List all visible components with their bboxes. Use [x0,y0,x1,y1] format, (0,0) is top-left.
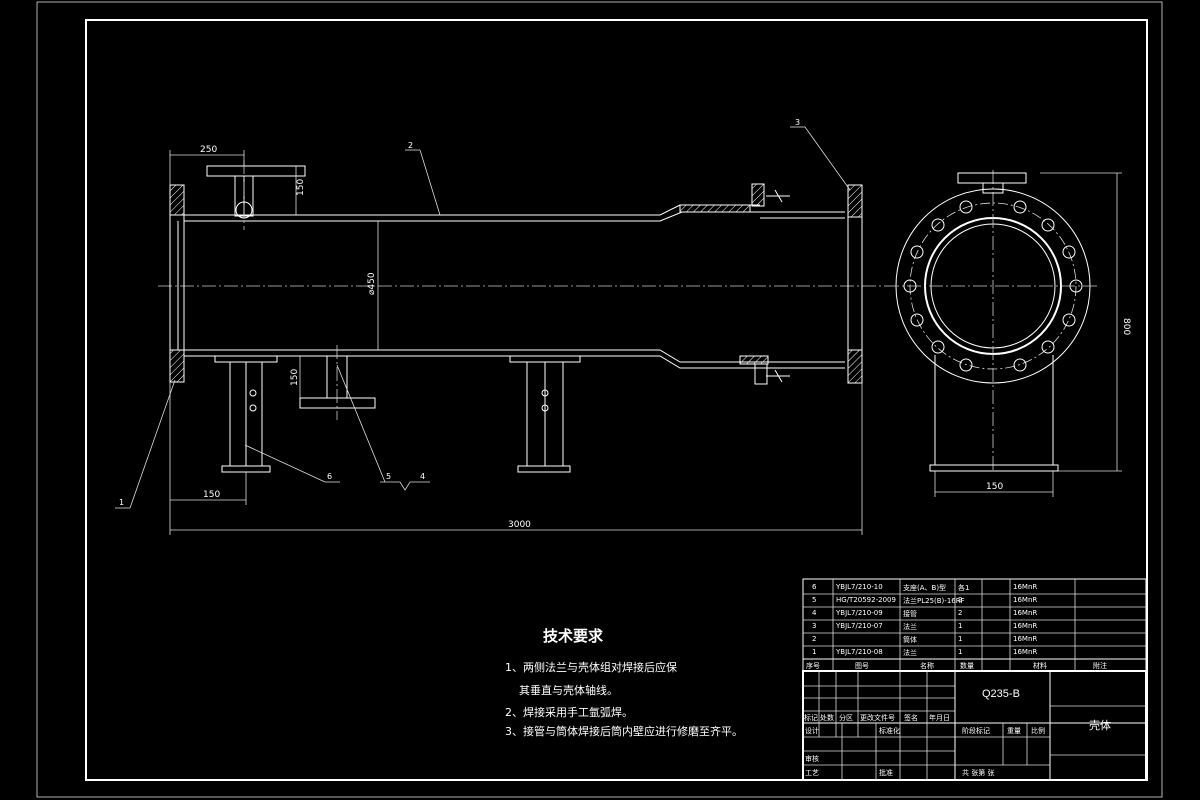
title-block [802,670,1147,781]
parts-header-0: 序号 [806,662,820,670]
parts-cell-r0-c0: 6 [812,583,817,591]
parts-cell-r3-c2: 法兰 [903,623,917,631]
dim-250: 250 [200,145,217,155]
parts-cell-r2-c0: 4 [812,609,817,617]
parts-cell-r0-c1: YBJL7/210-10 [836,583,883,591]
callout-4: 4 [420,472,425,481]
tb-label-count: 处数 [820,714,834,722]
tb-label-change-doc: 更改文件号 [860,714,895,722]
parts-cell-r1-c4: 16MnR [1013,596,1038,604]
parts-cell-r3-c0: 3 [812,622,817,630]
title-material: Q235-B [982,688,1020,700]
callout-3: 3 [795,118,800,127]
callouts: 2 3 1 6 5 4 [115,118,851,509]
main-dimensions: 250 150 ⌀450 150 150 3000 [169,145,863,535]
tech-requirements-title: 技术要求 [543,627,604,645]
inner-border [85,19,1148,781]
parts-cell-r0-c2: 支座(A、B)型 [903,584,947,592]
parts-header-3: 数量 [960,662,974,670]
tech-item-2: 2、焊接采用手工氩弧焊。 [505,706,633,719]
callout-6: 6 [327,472,332,481]
tech-item-3: 3、接管与筒体焊接后筒内壁应进行修磨至齐平。 [505,725,743,738]
parts-cell-r2-c3: 2 [958,609,963,617]
parts-cell-r4-c3: 1 [958,635,963,643]
parts-cell-r4-c4: 16MnR [1013,635,1038,643]
title-part-name: 壳体 [1089,719,1111,732]
tb-label-date: 年月日 [929,714,950,722]
parts-cell-r1-c1: HG/T20592-2009 [836,596,896,604]
dim-150-bottom-h: 150 [203,490,220,500]
tb-label-design: 设计 [805,727,819,735]
parts-cell-r0-c3: 各1 [958,584,970,592]
parts-cell-r4-c0: 2 [812,635,817,643]
parts-cell-r5-c0: 1 [812,648,817,656]
parts-cell-r2-c2: 接管 [903,610,917,618]
parts-header-5: 附注 [1093,662,1107,670]
parts-cell-r1-c0: 5 [812,596,817,604]
parts-cell-r0-c4: 16MnR [1013,583,1038,591]
tb-label-review: 审核 [805,755,819,763]
tb-label-approve: 批准 [879,769,893,777]
parts-cell-r3-c4: 16MnR [1013,622,1038,630]
parts-header-2: 名称 [920,662,934,670]
outer-border [36,1,1163,798]
parts-cell-r1-c3: 2 [958,596,963,604]
dim-150-top: 150 [296,179,306,196]
parts-header-1: 图号 [855,662,869,670]
dim-150-side: 150 [986,482,1003,492]
tech-item-1b: 其垂直与壳体轴线。 [519,684,618,697]
parts-cell-r3-c1: YBJL7/210-07 [836,622,883,630]
tb-label-scale: 比例 [1031,727,1045,735]
dim-3000: 3000 [508,520,531,530]
parts-cell-r1-c2: 法兰PL25(B)-16RF [903,597,965,605]
tb-label-weight: 重量 [1007,727,1021,735]
parts-cell-r5-c3: 1 [958,648,963,656]
parts-cell-r4-c2: 筒体 [903,636,917,644]
shell-front-view [158,160,885,473]
tb-label-zone: 分区 [839,714,853,722]
parts-cell-r5-c2: 法兰 [903,649,917,657]
dim-150-bottom-v: 150 [290,369,300,386]
tb-label-standardization: 标准化 [879,727,900,735]
callout-2: 2 [408,141,413,150]
parts-cell-r2-c4: 16MnR [1013,609,1038,617]
parts-cell-r2-c1: YBJL7/210-09 [836,609,883,617]
parts-cell-r3-c3: 1 [958,622,963,630]
parts-list-table [802,578,1147,672]
parts-cell-r5-c4: 16MnR [1013,648,1038,656]
parts-cell-r5-c1: YBJL7/210-08 [836,648,883,656]
dim-diameter-450: ⌀450 [367,272,377,295]
callout-1: 1 [119,498,124,507]
tb-label-mark: 标记 [804,714,818,722]
shell-side-view: 800 150 [885,170,1131,497]
tb-label-stage-mark: 阶段标记 [962,727,990,735]
tech-item-1: 1、两侧法兰与壳体组对焊接后应保 [505,661,677,674]
dim-800: 800 [1121,318,1131,335]
callout-5: 5 [386,472,391,481]
parts-header-4: 材料 [1033,662,1047,670]
tb-label-signature: 签名 [904,714,918,722]
tb-label-sheets: 共 张第 张 [962,769,995,777]
tb-label-process: 工艺 [805,769,819,777]
